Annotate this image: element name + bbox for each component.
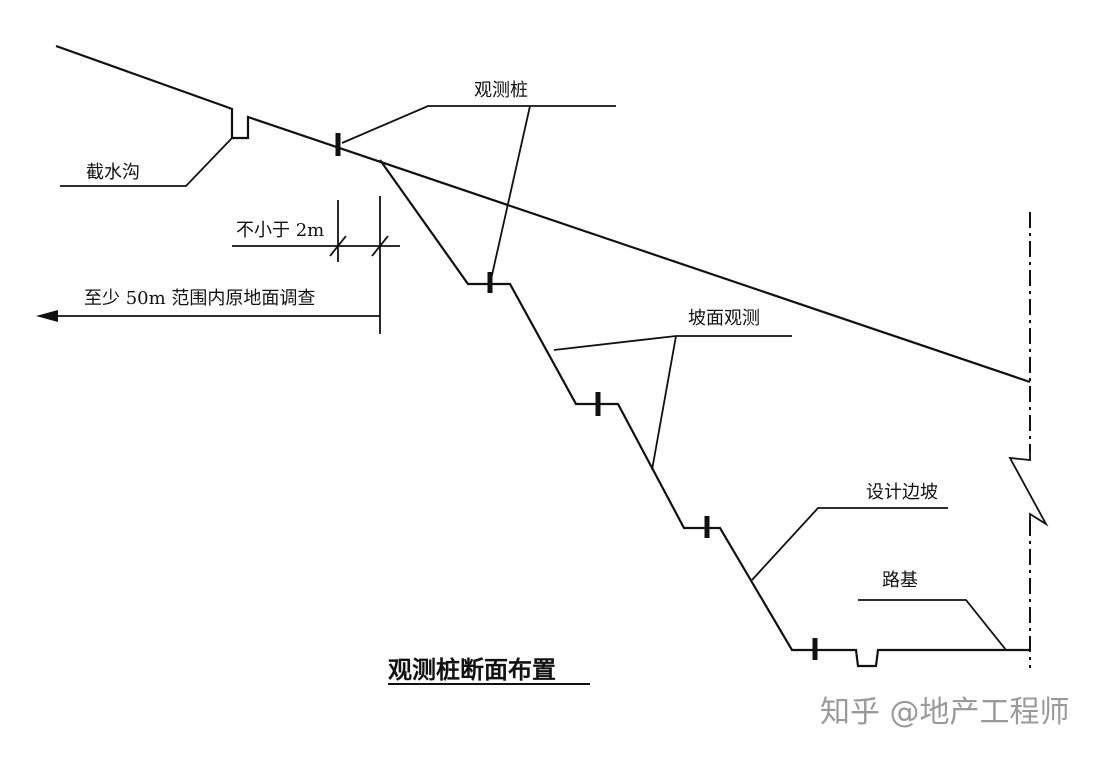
diagram-title: 观测桩断面布置 [388, 655, 556, 684]
slope-obs-leader-line-2 [651, 335, 677, 471]
ditch-leader-line [60, 137, 233, 187]
original-ground-line [55, 44, 1031, 384]
survey-range-label: 至少 50m 范围内原地面调查 [84, 288, 315, 309]
arrow-head-icon [36, 310, 58, 322]
ditch-label: 截水沟 [86, 162, 140, 183]
dimension-tick-1 [329, 235, 347, 257]
stake-leader-line [341, 105, 616, 144]
subgrade-leader-line [858, 599, 1007, 651]
break-symbol-icon [1008, 452, 1049, 527]
dimension-tick-2 [371, 235, 389, 257]
design-slope-profile [379, 159, 1030, 668]
stake-leader-line-2 [489, 105, 531, 285]
subgrade-label: 路基 [882, 570, 918, 591]
watermark: 知乎 @地产工程师 [820, 695, 1070, 730]
slope-obs-label: 坡面观测 [688, 308, 760, 329]
stake-label: 观测桩 [474, 80, 528, 101]
design-slope-label: 设计边坡 [866, 482, 938, 503]
min-distance-label: 不小于 2m [236, 220, 324, 241]
design-slope-leader-line [751, 507, 948, 581]
